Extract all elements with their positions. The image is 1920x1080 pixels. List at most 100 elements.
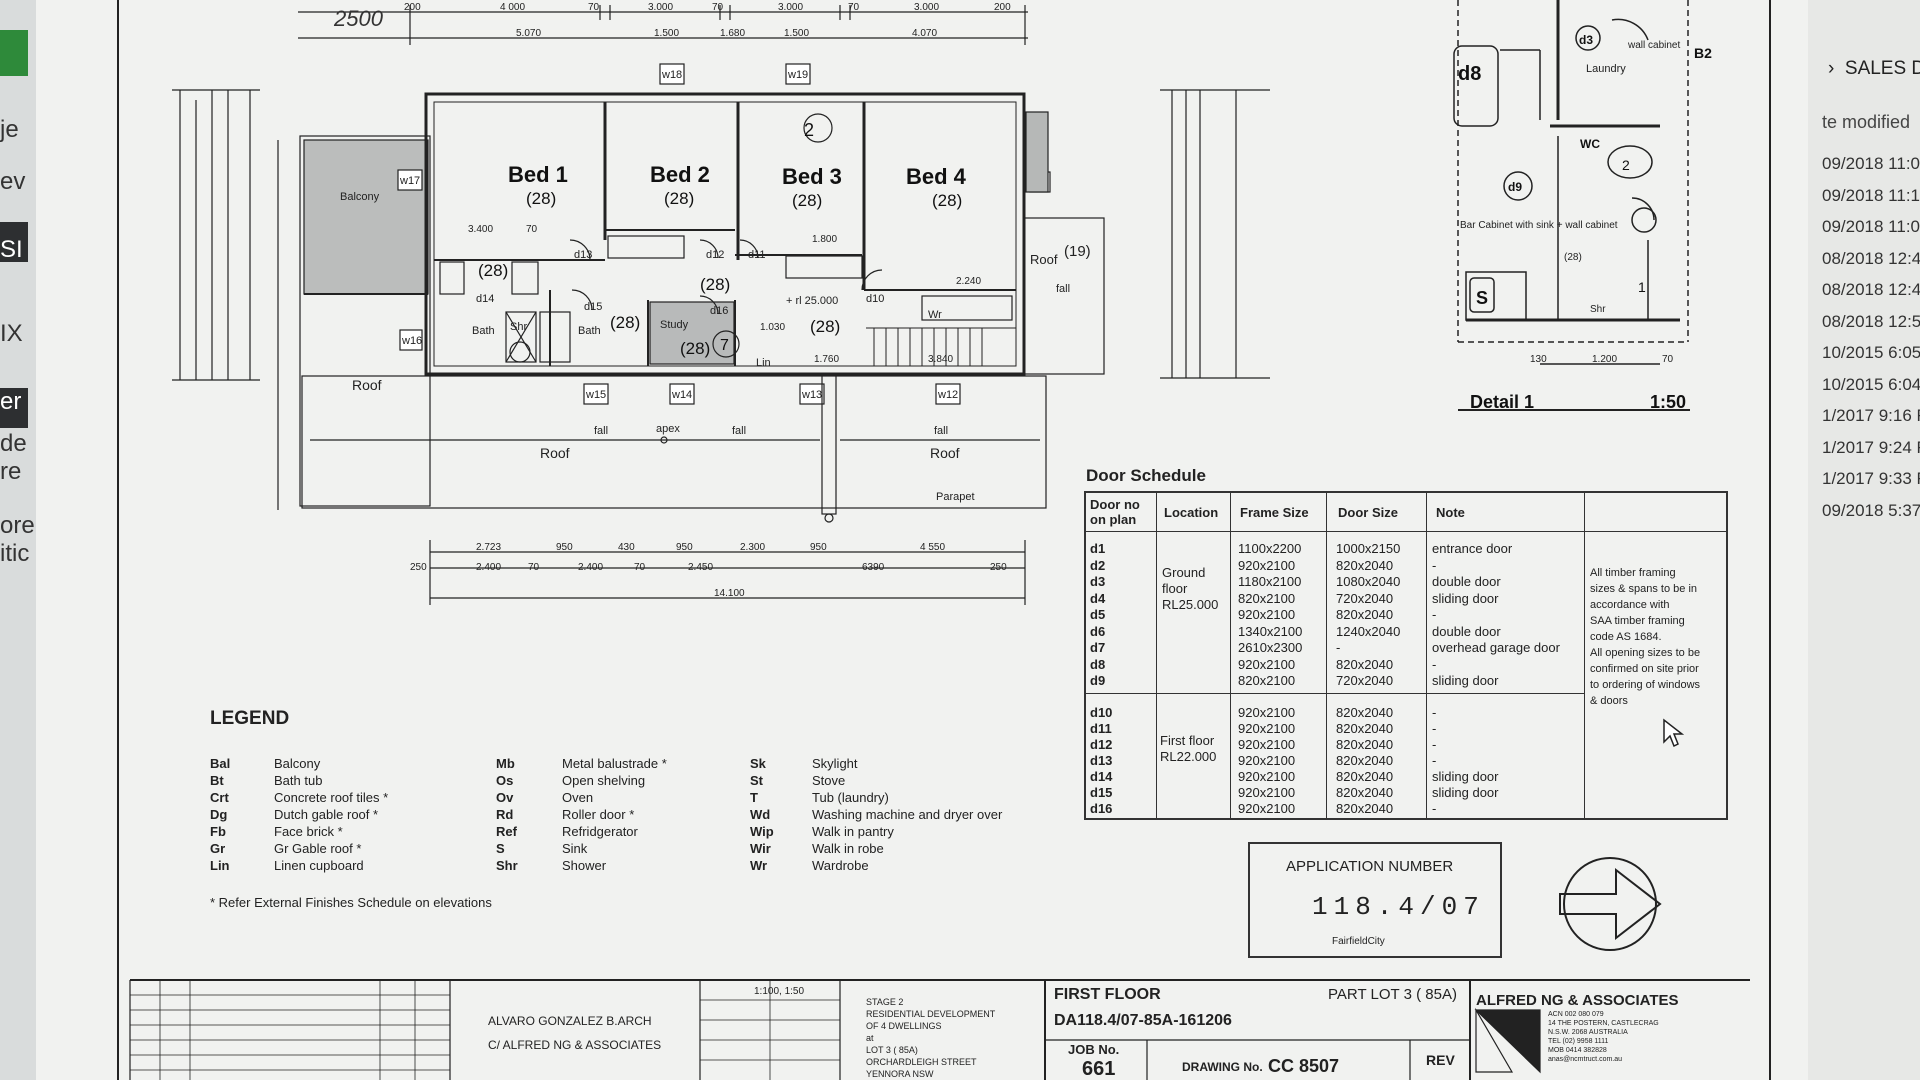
sheet-title: FIRST FLOOR (1054, 986, 1161, 1003)
ds-frame-size: 820x2100 (1238, 590, 1296, 606)
ds-door-id: d8 (1090, 656, 1106, 672)
door-tag: d11 (748, 249, 766, 261)
ds-door-size: 720x2040 (1336, 590, 1394, 606)
dimension: 2.400 (476, 562, 501, 573)
left-partial-text: ev (0, 168, 26, 195)
ds-location: Ground (1162, 565, 1206, 580)
ds-door-size: 820x2040 (1336, 721, 1394, 736)
file-date-modified[interactable]: 08/2018 12:5 (1822, 311, 1920, 331)
file-date-modified[interactable]: 08/2018 12:4 (1822, 248, 1920, 268)
file-date-modified[interactable]: 1/2017 9:24 F (1822, 437, 1920, 457)
dimension: 430 (618, 542, 635, 553)
ds-frame-size: 920x2100 (1238, 721, 1296, 736)
door-tag: d16 (710, 305, 728, 317)
door-tag: d14 (476, 293, 494, 305)
room-code: (28) (932, 191, 962, 210)
fall-label: fall (732, 425, 746, 437)
ds-general-note: confirmed on site prior (1590, 663, 1699, 675)
left-partial-text: er (0, 388, 22, 415)
project-line: LOT 3 ( 85A) (866, 1045, 918, 1055)
file-date-modified[interactable]: 09/2018 11:0 (1822, 217, 1920, 236)
job-number: 661 (1082, 1058, 1116, 1080)
level-label: + rl 25.000 (786, 295, 838, 307)
room-circle-num: 2 (804, 120, 814, 140)
dark-tab[interactable] (0, 222, 28, 262)
room-code: (28) (810, 317, 840, 336)
dimension: 200 (994, 2, 1011, 13)
file-date-modified[interactable]: 1/2017 9:33 F (1822, 469, 1920, 488)
dimension: 130 (1530, 354, 1547, 365)
dimension: 950 (556, 542, 573, 553)
green-tab[interactable] (0, 30, 28, 76)
ds-door-size: 820x2040 (1336, 785, 1394, 800)
window-tag: w15 (585, 389, 606, 401)
legend-abbrev: Ref (496, 824, 517, 839)
ds-frame-size: 1180x2100 (1238, 574, 1302, 589)
ds-frame-size: 820x2100 (1238, 673, 1296, 688)
wardrobe-label: Wr (928, 309, 942, 321)
file-date-modified[interactable]: 09/2018 11:0 (1822, 154, 1920, 173)
ds-door-id: d6 (1090, 623, 1106, 639)
dimension: 4 000 (500, 2, 525, 13)
room-code: (28) (610, 313, 640, 332)
left-partial-text: je (0, 116, 19, 143)
file-date-modified[interactable]: 08/2018 12:4 (1822, 280, 1920, 299)
firm-detail-line: 14 THE POSTERN, CASTLECRAG (1548, 1020, 1659, 1027)
left-window-strip (0, 0, 40, 1080)
legend-abbrev: Mb (496, 756, 515, 771)
roof-code: (19) (1064, 243, 1091, 260)
ds-door-size: 820x2040 (1336, 656, 1394, 672)
column-header-date-modified[interactable]: te modified (1822, 112, 1911, 132)
ds-general-note: All opening sizes to be (1590, 647, 1701, 659)
ds-door-id: d3 (1090, 574, 1106, 589)
legend-meaning: Oven (562, 790, 594, 805)
ds-frame-size: 2610x2300 (1238, 640, 1303, 655)
roof-label: Roof (930, 445, 960, 461)
ds-note: - (1432, 705, 1437, 720)
bath-label: Bath (472, 325, 495, 337)
wall-cabinet-label: wall cabinet (1627, 40, 1680, 51)
door-schedule-table: Door no on plan Location Frame Size Door… (1084, 491, 1728, 820)
ds-note: - (1432, 753, 1437, 768)
detail-title: Detail 1 (1470, 392, 1534, 412)
legend-abbrev: Dg (210, 807, 228, 822)
architect-name: ALVARO GONZALEZ B.ARCH (488, 1014, 652, 1028)
chevron-right-icon: › (1828, 58, 1845, 79)
file-date-modified[interactable]: 1/2017 9:16 F (1822, 406, 1920, 425)
legend-meaning: Open shelving (562, 773, 646, 788)
dark-tab[interactable] (0, 388, 28, 428)
file-date-modified[interactable]: 09/2018 11:1 (1822, 185, 1920, 205)
panel-header[interactable]: › SALES D (1828, 58, 1920, 80)
door-tag: d13 (574, 249, 592, 261)
firm-name: ALFRED NG & ASSOCIATES (1476, 992, 1679, 1009)
dimension: 70 (1662, 354, 1674, 365)
firm-detail-line: anas@ncmtruct.com.au (1548, 1056, 1623, 1063)
detail-door-tag: d8 (1458, 63, 1481, 85)
dimension: 4.070 (912, 28, 937, 39)
legend-abbrev: Bt (210, 773, 224, 788)
floor-plan-drawing: 2500 Bed 1 Bed 2 Bed 3 Bed 4 (28) (28) (… (117, 0, 1771, 1080)
file-date-modified[interactable]: 09/2018 5:37 (1822, 500, 1920, 520)
file-date-modified[interactable]: 10/2015 6:05 (1822, 343, 1920, 362)
legend-abbrev: Fb (210, 824, 226, 839)
ds-note: - (1432, 801, 1437, 816)
dimension: 1.680 (720, 28, 745, 39)
ds-door-id: d5 (1090, 607, 1106, 622)
ds-door-size: 820x2040 (1336, 801, 1394, 816)
file-date-modified[interactable]: 10/2015 6:04 (1822, 374, 1920, 394)
left-partial-text: de (0, 430, 27, 457)
legend-meaning: Concrete roof tiles * (274, 790, 389, 805)
dimension: 14.100 (714, 588, 745, 599)
dimension: 3.000 (648, 2, 673, 13)
ds-note: sliding door (1432, 785, 1499, 800)
parapet-label: Parapet (936, 491, 975, 503)
ds-note: double door (1432, 623, 1501, 639)
ds-note: entrance door (1432, 541, 1513, 556)
room-code: (28) (1564, 252, 1582, 263)
dimension: 70 (712, 2, 724, 13)
ds-frame-size: 920x2100 (1238, 607, 1296, 622)
legend-abbrev: Crt (210, 790, 229, 805)
ds-door-size: - (1336, 640, 1341, 655)
ds-header: Frame Size (1240, 505, 1309, 520)
door-schedule-title: Door Schedule (1086, 466, 1206, 485)
